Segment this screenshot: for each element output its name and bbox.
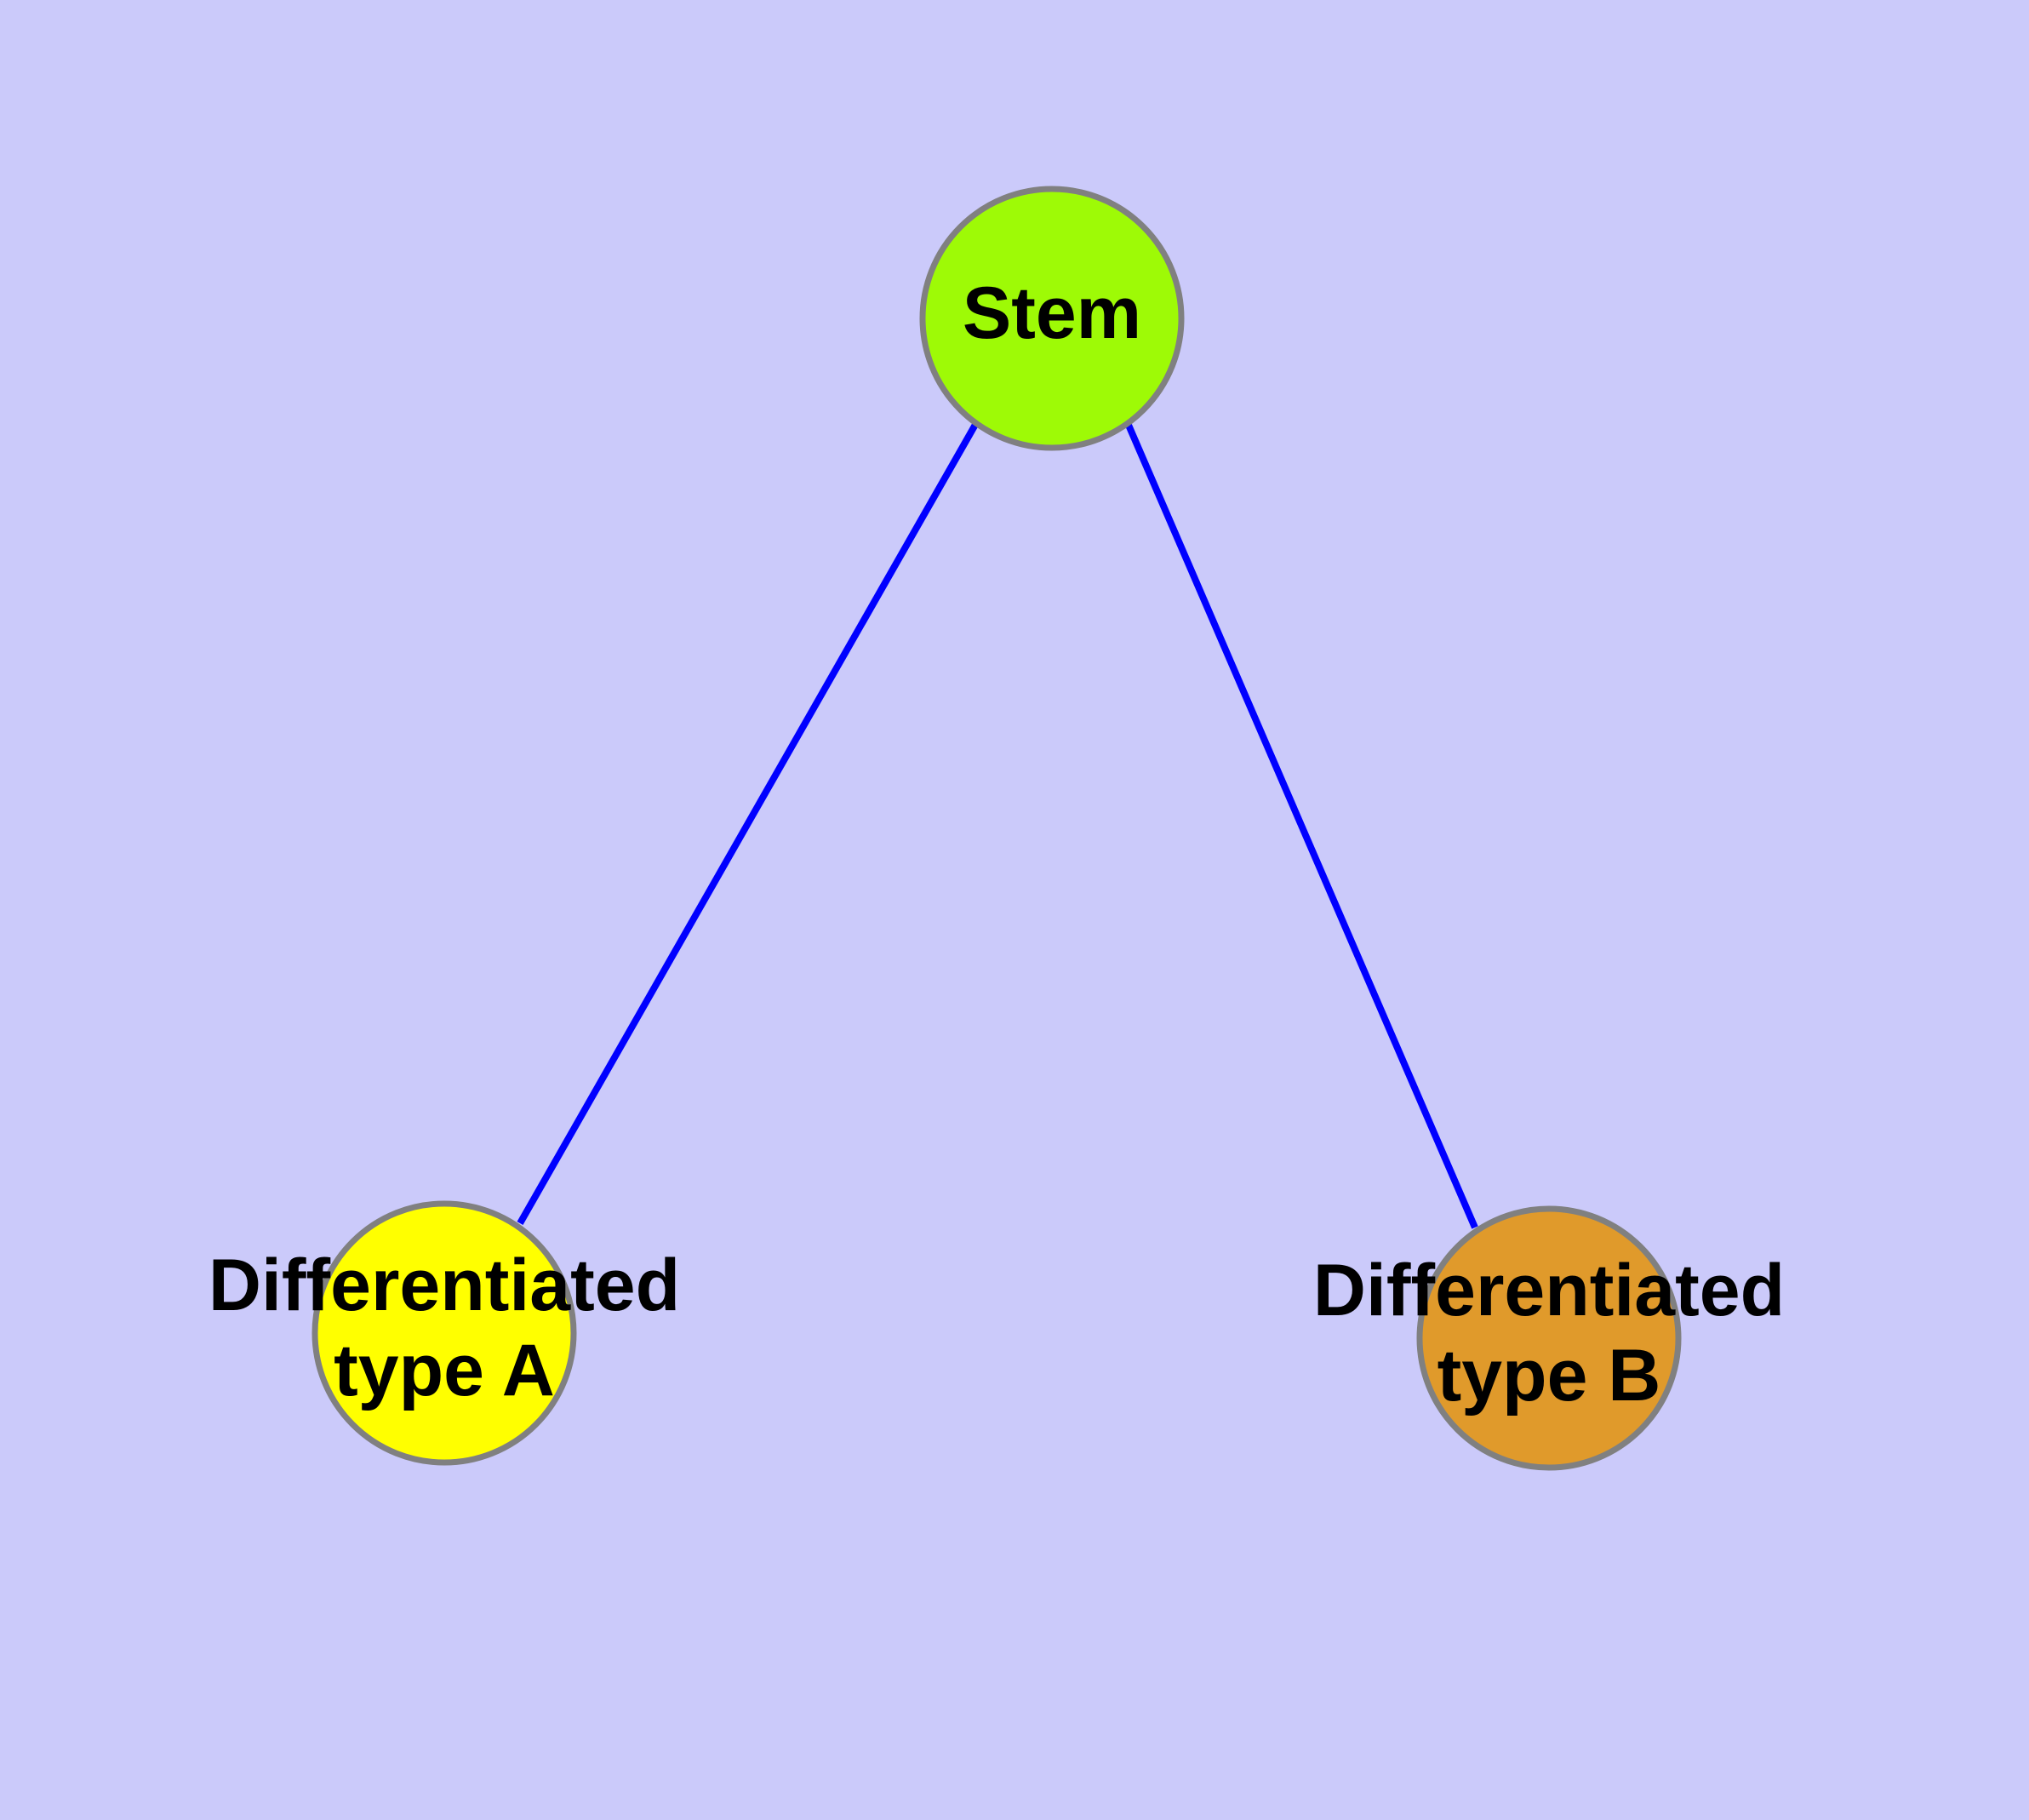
- edge-layer: [517, 421, 1478, 1229]
- node-label-line: type A: [334, 1330, 555, 1411]
- node-label-line: type B: [1437, 1335, 1661, 1417]
- node-circle-stem[interactable]: [919, 186, 1185, 451]
- node-label-line: Differentiated: [209, 1245, 680, 1326]
- node-label-line: Differentiated: [1313, 1250, 1785, 1331]
- edge-stem-to-diff-a: [517, 421, 980, 1225]
- node-label-line: Stem: [963, 272, 1141, 354]
- node-stem[interactable]: Stem: [919, 186, 1185, 451]
- node-label-stem: Stem: [963, 272, 1141, 354]
- node-circle-diff-b[interactable]: [1416, 1205, 1682, 1471]
- edge-stem-to-diff-b: [1124, 421, 1478, 1229]
- node-circle-diff-a[interactable]: [311, 1200, 577, 1466]
